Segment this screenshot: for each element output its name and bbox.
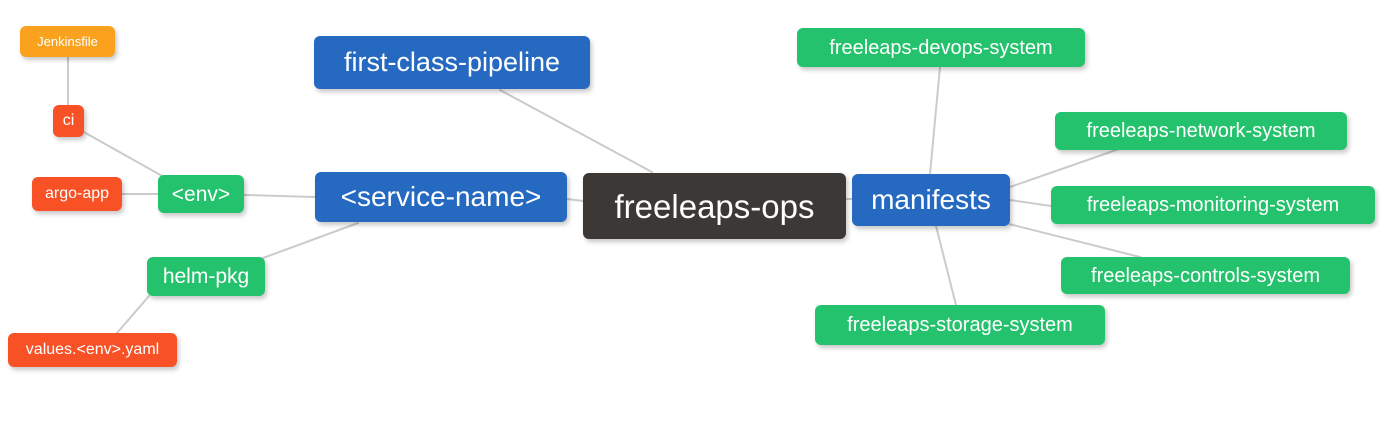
node-ci[interactable]: ci — [53, 105, 84, 137]
edge-env-service-name — [243, 194, 316, 198]
node-env[interactable]: <env> — [158, 175, 244, 213]
edge-manifests-devops — [929, 66, 941, 175]
node-helm-pkg[interactable]: helm-pkg — [147, 257, 265, 296]
edge-manifests-storage — [935, 225, 957, 306]
node-manifests[interactable]: manifests — [852, 174, 1010, 226]
node-freeleaps-monitoring-system[interactable]: freeleaps-monitoring-system — [1051, 186, 1375, 224]
node-values-env-yaml[interactable]: values.<env>.yaml — [8, 333, 177, 367]
node-freeleaps-devops-system[interactable]: freeleaps-devops-system — [797, 28, 1085, 67]
edge-manifests-controls — [1008, 223, 1141, 258]
edge-service-name-helm-pkg — [262, 222, 359, 259]
edge-manifests-network — [1009, 148, 1120, 188]
node-first-class-pipeline[interactable]: first-class-pipeline — [314, 36, 590, 89]
edge-manifests-monitoring — [1009, 199, 1052, 207]
edge-fcp-root — [499, 89, 653, 173]
node-freeleaps-storage-system[interactable]: freeleaps-storage-system — [815, 305, 1105, 345]
node-service-name[interactable]: <service-name> — [315, 172, 567, 222]
edge-ci-env — [81, 130, 165, 178]
node-freeleaps-ops[interactable]: freeleaps-ops — [583, 173, 846, 239]
node-argo-app[interactable]: argo-app — [32, 177, 122, 211]
edge-helm-pkg-values — [116, 295, 150, 334]
node-freeleaps-controls-system[interactable]: freeleaps-controls-system — [1061, 257, 1350, 294]
edge-service-name-root — [566, 198, 584, 202]
node-jenkinsfile[interactable]: Jenkinsfile — [20, 26, 115, 57]
node-freeleaps-network-system[interactable]: freeleaps-network-system — [1055, 112, 1347, 150]
